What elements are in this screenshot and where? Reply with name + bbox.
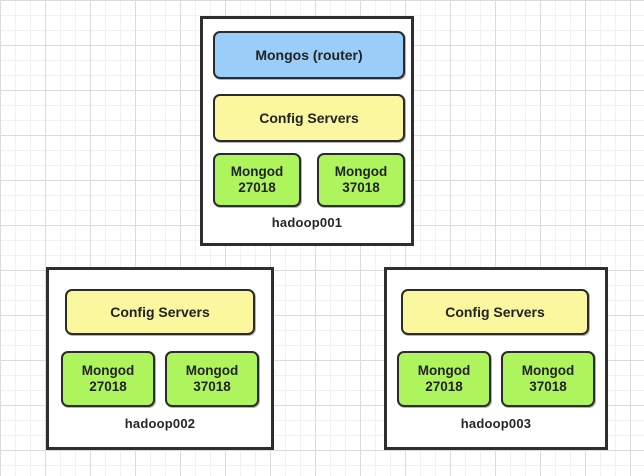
service-box-mongod-37018[interactable]: Mongod 37018: [501, 351, 595, 407]
service-box-mongod-37018[interactable]: Mongod 37018: [317, 153, 405, 207]
host-caption-hadoop001: hadoop001: [271, 215, 343, 230]
service-box-config-servers[interactable]: Config Servers: [65, 289, 255, 335]
host-box-hadoop003[interactable]: Config Servers Mongod 27018 Mongod 37018…: [384, 267, 608, 450]
service-box-mongod-37018[interactable]: Mongod 37018: [165, 351, 259, 407]
host-box-hadoop001[interactable]: Mongos (router) Config Servers Mongod 27…: [200, 16, 414, 246]
service-label: Mongod 27018: [417, 363, 471, 394]
service-label: Mongod 27018: [230, 164, 284, 195]
service-label: Config Servers: [445, 303, 545, 320]
host-box-hadoop002[interactable]: Config Servers Mongod 27018 Mongod 37018…: [46, 267, 274, 450]
service-label: Mongod 37018: [521, 363, 575, 394]
service-box-mongod-27018[interactable]: Mongod 27018: [397, 351, 491, 407]
service-box-mongod-27018[interactable]: Mongod 27018: [61, 351, 155, 407]
service-label: Mongod 37018: [185, 363, 239, 394]
host-caption-hadoop002: hadoop002: [124, 416, 196, 431]
host-caption-hadoop003: hadoop003: [460, 416, 532, 431]
service-box-mongos-router[interactable]: Mongos (router): [213, 31, 405, 79]
service-label: Mongos (router): [255, 46, 363, 63]
service-box-config-servers[interactable]: Config Servers: [213, 94, 405, 142]
service-label: Mongod 37018: [334, 164, 388, 195]
service-box-mongod-27018[interactable]: Mongod 27018: [213, 153, 301, 207]
service-label: Config Servers: [110, 303, 210, 320]
service-label: Config Servers: [259, 109, 359, 126]
service-label: Mongod 27018: [81, 363, 135, 394]
service-box-config-servers[interactable]: Config Servers: [401, 289, 589, 335]
